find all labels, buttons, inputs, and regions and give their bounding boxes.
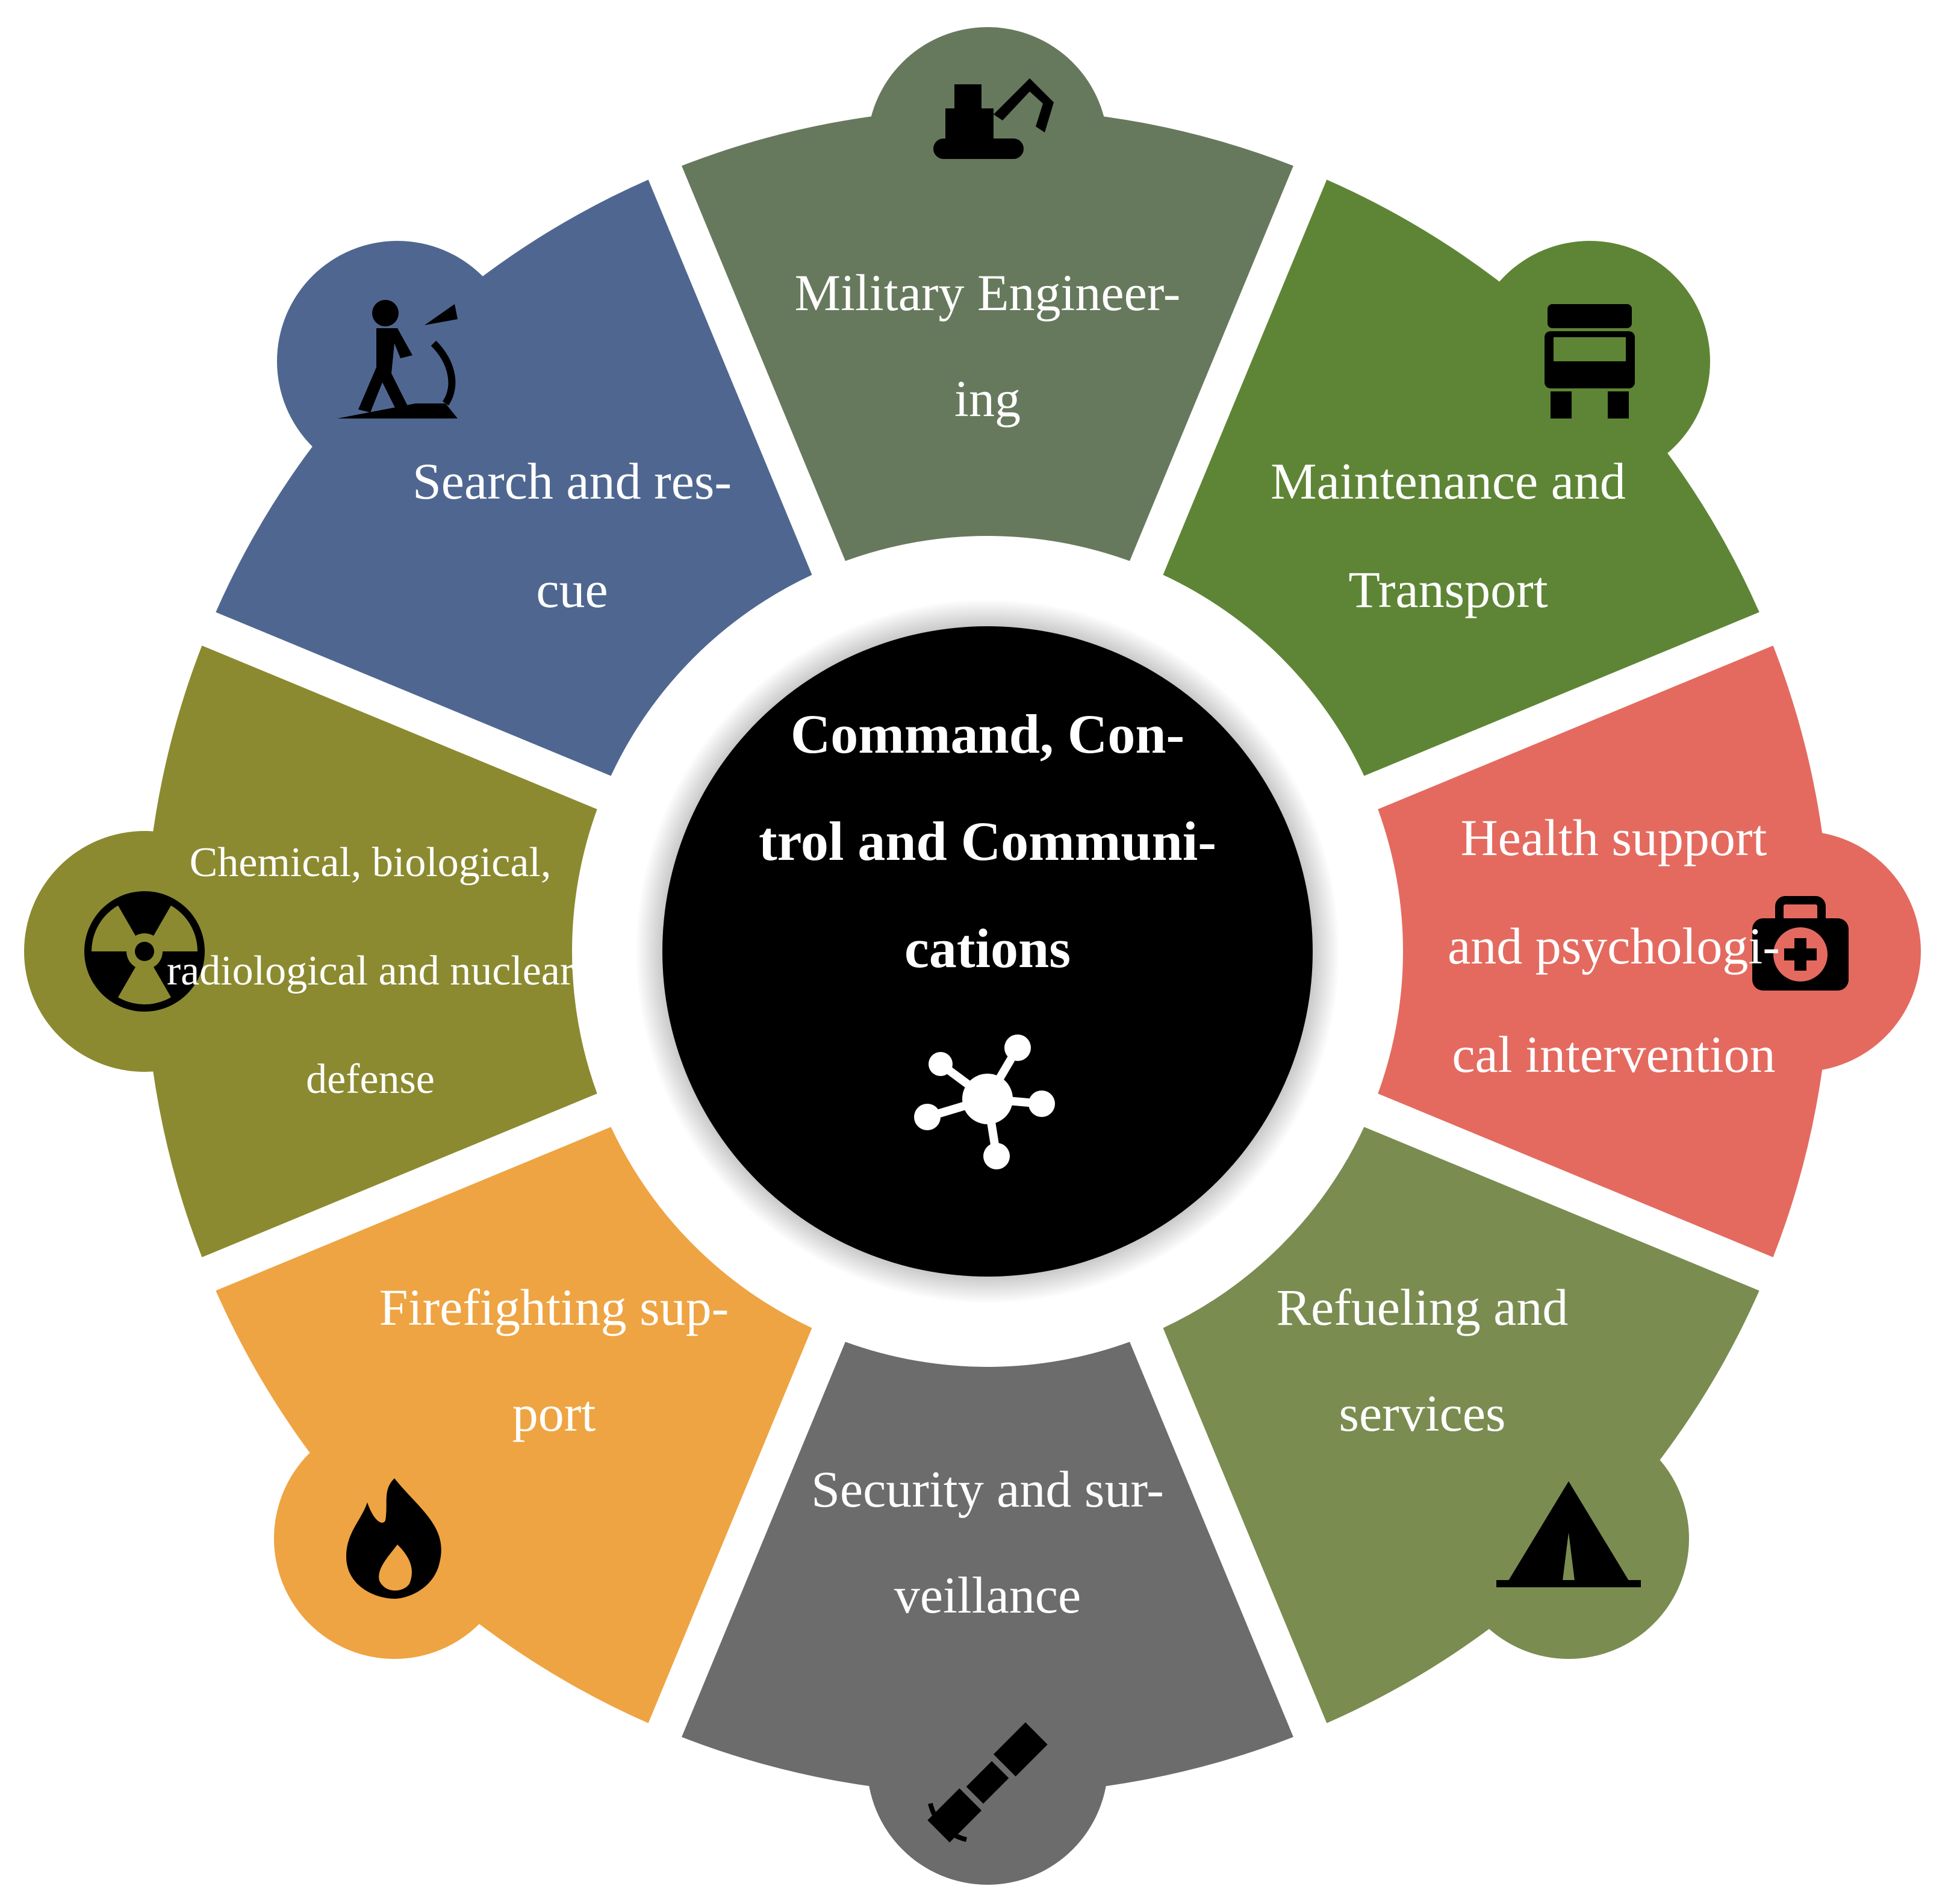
tab-search-rescue (277, 241, 518, 482)
segment-label-search-rescue-line-1: Search and res- (412, 452, 732, 510)
network-hub-icon (914, 1035, 1055, 1169)
tent-icon (1496, 1481, 1641, 1587)
segment-label-health-support-line-2: and psychologi- (1448, 917, 1780, 975)
segment-label-military-engineering-line-2: ing (954, 370, 1021, 428)
segment-label-health-support-line-1: Health support (1461, 809, 1767, 867)
segment-firefighting-support (216, 1127, 812, 1723)
segment-health-support (1378, 646, 1831, 1257)
first-aid-kit-icon (1752, 896, 1849, 991)
center-title-line-2: trol and Communi- (759, 811, 1216, 872)
segment-maintenance-transport (1163, 179, 1759, 776)
segment-label-refueling-services-line-1: Refueling and (1277, 1278, 1569, 1336)
truck-icon (1545, 304, 1635, 418)
tab-refueling-services (1448, 1418, 1689, 1659)
rescuer-icon (337, 300, 458, 418)
radiation-icon (84, 891, 205, 1012)
segment-label-health-support-line-3: cal intervention (1452, 1025, 1775, 1083)
segment-search-rescue (216, 179, 812, 776)
segment-label-security-surveillance-line-2: veillance (894, 1566, 1081, 1624)
excavator-icon (933, 78, 1054, 159)
tab-security-surveillance (867, 1644, 1108, 1885)
segment-label-maintenance-transport-line-2: Transport (1348, 561, 1548, 618)
segment-label-security-surveillance-line-1: Security and sur- (811, 1460, 1164, 1518)
segments-layer (144, 108, 1831, 1794)
segment-label-firefighting-support-line-1: Firefighting sup- (379, 1278, 729, 1336)
segment-refueling-services (1163, 1127, 1759, 1723)
center-disc (662, 626, 1313, 1277)
segment-military-engineering (682, 108, 1293, 561)
center-title-line-1: Command, Con- (791, 703, 1184, 765)
segment-label-search-rescue-line-2: cue (536, 561, 608, 618)
center-title-line-3: cations (904, 918, 1071, 979)
segment-label-cbrn-defense-line-1: Chemical, biological, (190, 839, 552, 886)
segment-security-surveillance (682, 1342, 1293, 1794)
center-hub: Command, Con- trol and Communi- cations (635, 599, 1340, 1304)
segment-label-maintenance-transport-line-1: Maintenance and (1271, 452, 1626, 510)
satellite-icon (927, 1722, 1048, 1843)
segment-cbrn-defense (144, 646, 597, 1257)
segment-label-firefighting-support-line-2: port (512, 1384, 596, 1442)
segment-label-cbrn-defense-line-3: defense (306, 1056, 435, 1103)
segment-label-cbrn-defense-line-2: radiological and nuclear (167, 948, 574, 994)
fire-icon (346, 1478, 441, 1599)
segment-label-military-engineering-line-1: Military Engineer- (795, 264, 1181, 322)
segment-label-refueling-services-line-2: services (1339, 1384, 1506, 1442)
